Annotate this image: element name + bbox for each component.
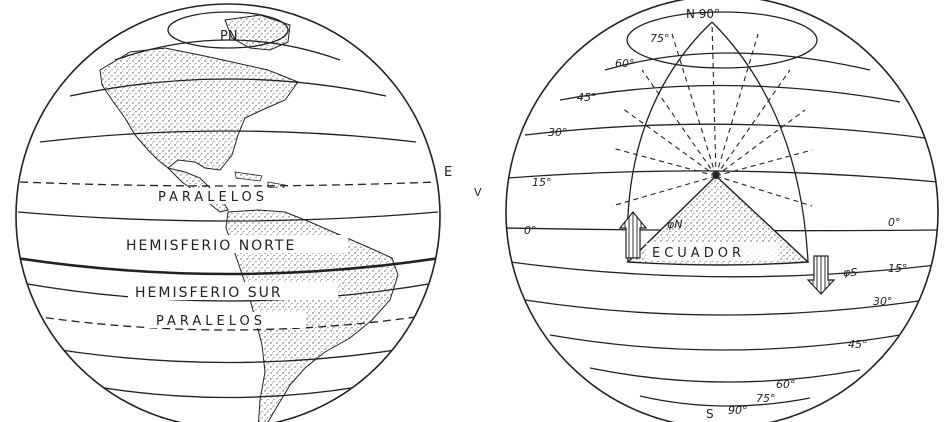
right-parallel-s45 (549, 334, 901, 351)
phi-n-label: φN (667, 218, 683, 231)
right-parallel-45 (559, 84, 901, 103)
degree-label-90s: 90° (728, 404, 748, 417)
north-america-landmass (99, 47, 299, 171)
degree-label-75s: 75° (756, 392, 776, 405)
earth-center-point (713, 173, 719, 179)
arrow-up-north (618, 211, 648, 259)
left-parallel-dashed-lower (19, 313, 437, 331)
left-polar-cap (167, 11, 289, 49)
angle-rays (611, 21, 813, 207)
degree-label-60n: 60° (615, 57, 635, 70)
degree-label-60s: 60° (776, 378, 796, 391)
left-parallel-2 (69, 78, 387, 97)
letter-v: V (474, 186, 482, 199)
left-equator (16, 256, 440, 276)
left-pole-label: PN (220, 29, 238, 44)
right-parallel-75 (626, 11, 818, 69)
left-parallel-3 (39, 130, 417, 143)
right-parallel-15 (507, 170, 938, 183)
left-parallel-4 (17, 211, 439, 222)
letter-e: E (444, 165, 452, 180)
left-parallel-5 (16, 281, 440, 302)
right-parallel-s15 (509, 261, 937, 278)
degree-label-15n: 15° (532, 176, 552, 189)
right-parallel-s75 (639, 395, 811, 407)
degree-label-30s: 30° (873, 295, 893, 308)
degree-label-30n: 30° (548, 126, 568, 139)
right-parallel-s30 (524, 299, 926, 316)
left-hemisferio-sur-label: HEMISFERIO SUR (135, 285, 283, 301)
right-parallel-s60 (589, 367, 861, 383)
right-globe: N 90° S ECUADOR φN φS 75° 60° 45° 30° 15… (505, 0, 939, 422)
left-paralelos-upper-label: PARALELOS (158, 190, 268, 205)
left-parallel-1 (114, 39, 341, 61)
right-meridian-right (711, 21, 809, 263)
right-parallel-60 (604, 52, 871, 71)
right-parallel-30 (524, 123, 926, 139)
left-hemisferio-norte-label: HEMISFERIO NORTE (126, 238, 296, 254)
degree-label-0-left: 0° (524, 224, 537, 237)
equator-triangle (626, 175, 810, 266)
degree-label-0-right: 0° (888, 216, 901, 229)
phi-s-label: φS (843, 266, 857, 279)
north-pole-label: N 90° (686, 7, 720, 21)
south-pole-label: S (706, 407, 714, 421)
left-globe: PN PARALELOS HEMISFERIO NORTE HEMISFERIO… (15, 3, 441, 422)
left-parallel-6 (29, 344, 427, 364)
degree-label-15s: 15° (888, 262, 908, 275)
equator-label: ECUADOR (652, 246, 745, 261)
left-paralelos-lower-label: PARALELOS (156, 314, 266, 329)
arrow-down-south (806, 255, 836, 295)
degree-label-45n: 45° (577, 91, 597, 104)
degree-label-75n: 75° (650, 32, 670, 45)
left-parallel-dashed-upper (19, 181, 437, 187)
left-parallel-7 (59, 379, 397, 399)
degree-label-45s: 45° (848, 338, 868, 351)
